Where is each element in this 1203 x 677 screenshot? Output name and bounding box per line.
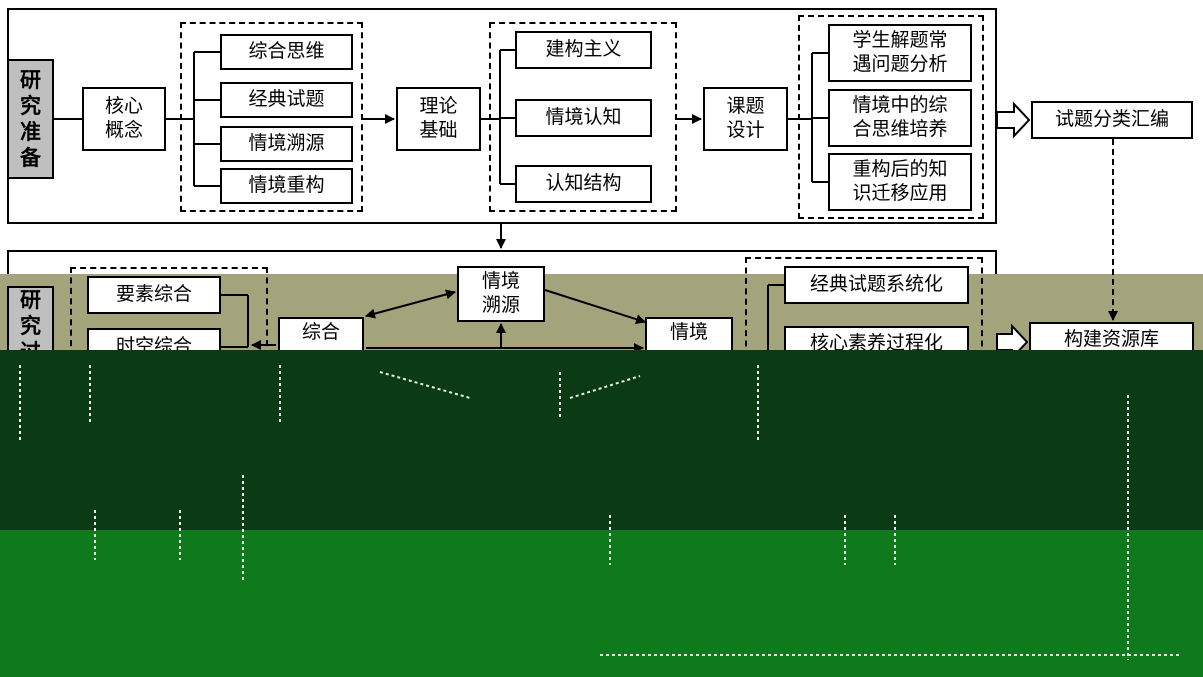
concept-item: 情境重构 — [220, 168, 353, 204]
green-band — [0, 530, 1203, 677]
elements-group — [70, 267, 268, 367]
classify-box: 试题分类汇编 — [1031, 101, 1193, 139]
core-concepts-box: 核心 概念 — [82, 87, 166, 151]
topics-group — [798, 15, 984, 219]
topic-design-box: 课题 设计 — [703, 87, 788, 151]
theories-group — [489, 22, 677, 212]
theory-item: 建构主义 — [515, 31, 652, 69]
dark-green-band — [0, 350, 1203, 530]
theory-basis-box: 理论 基础 — [396, 87, 481, 151]
topic-item: 重构后的知 识迁移应用 — [828, 153, 972, 211]
concept-item: 经典试题 — [220, 82, 353, 118]
theory-item: 认知结构 — [515, 165, 652, 203]
situation-source-box: 情境 溯源 — [457, 266, 545, 322]
outcomes-group — [745, 257, 983, 357]
theory-item: 情境认知 — [515, 99, 652, 137]
outcome-item: 经典试题系统化 — [784, 266, 969, 304]
topic-item: 学生解题常 遇问题分析 — [828, 24, 972, 82]
preparation-stage-label: 研 究 准 备 — [7, 59, 54, 179]
concept-item: 情境溯源 — [220, 126, 353, 162]
topic-item: 情境中的综 合思维培养 — [828, 89, 972, 147]
concept-item: 综合思维 — [220, 34, 353, 70]
element-item: 要素综合 — [87, 276, 221, 314]
concepts-group — [180, 22, 363, 212]
